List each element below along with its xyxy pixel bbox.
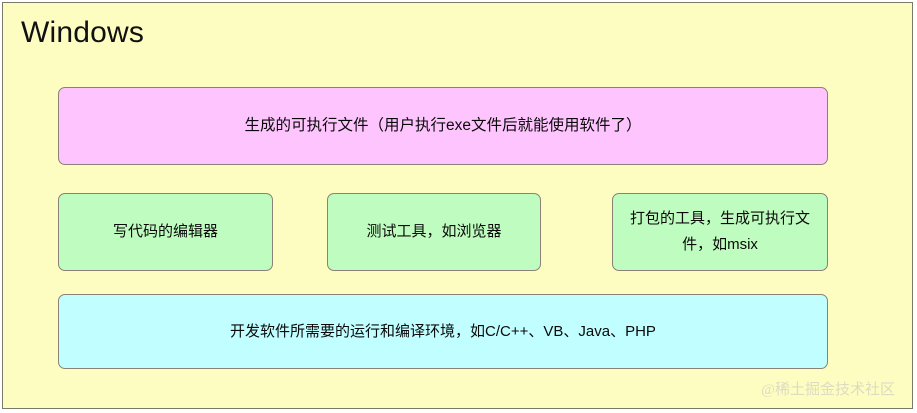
layer-label-test-tools: 测试工具，如浏览器 bbox=[366, 223, 502, 240]
watermark: @稀土掘金技术社区 bbox=[761, 382, 895, 398]
layer-box-executable-output: 生成的可执行文件（用户执行exe文件后就能使用软件了） bbox=[58, 87, 828, 165]
layer-box-code-editor: 写代码的编辑器 bbox=[58, 193, 273, 271]
layer-label-executable-output: 生成的可执行文件（用户执行exe文件后就能使用软件了） bbox=[244, 117, 642, 134]
layer-box-test-tools: 测试工具，如浏览器 bbox=[327, 193, 541, 271]
layer-label-runtime-environment: 开发软件所需要的运行和编译环境，如C/C++、VB、Java、PHP bbox=[230, 322, 656, 340]
layer-box-packaging-tools: 打包的工具，生成可执行文件，如msix bbox=[612, 193, 828, 271]
layer-box-runtime-environment: 开发软件所需要的运行和编译环境，如C/C++、VB、Java、PHP bbox=[58, 294, 828, 369]
layer-label-code-editor: 写代码的编辑器 bbox=[112, 223, 218, 240]
page-title: Windows bbox=[21, 16, 145, 49]
platform-diagram-frame: Windows 生成的可执行文件（用户执行exe文件后就能使用软件了） 写代码的… bbox=[2, 2, 913, 409]
layer-label-packaging-tools: 打包的工具，生成可执行文件，如msix bbox=[629, 210, 810, 253]
